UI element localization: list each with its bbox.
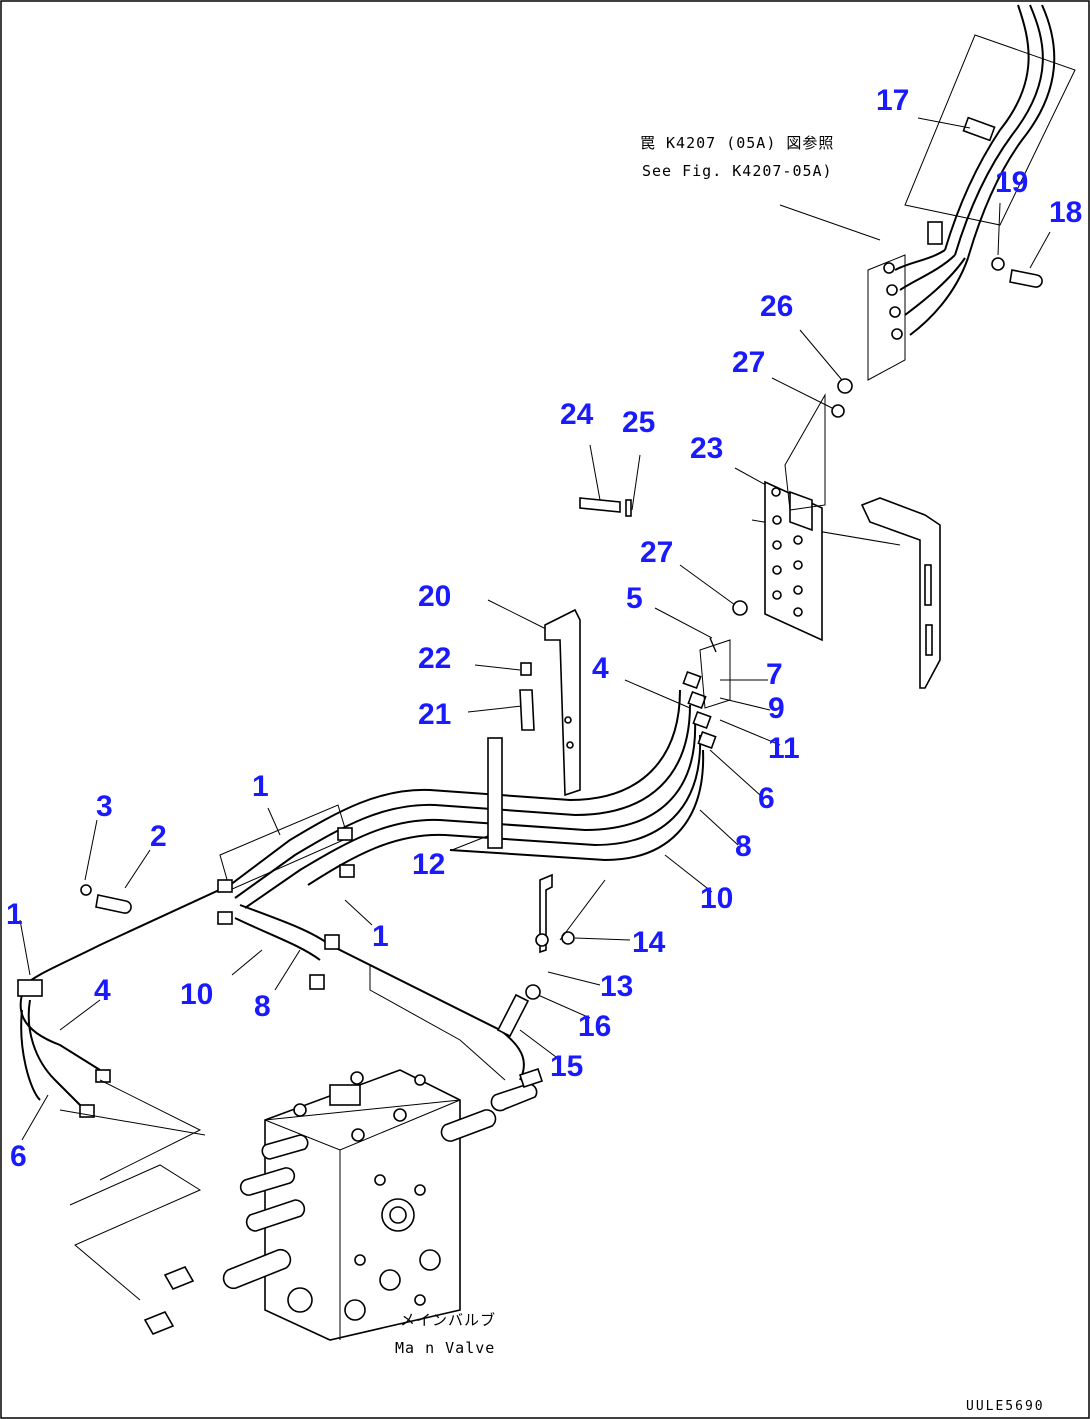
callout-4: 4 <box>592 652 609 685</box>
callout-8-right: 8 <box>735 830 752 863</box>
bracket-13 <box>496 873 606 1038</box>
callout-26: 26 <box>760 290 793 323</box>
callout-16: 16 <box>578 1010 611 1043</box>
main-valve <box>143 1067 544 1341</box>
callout-19: 19 <box>995 166 1028 199</box>
callout-3: 3 <box>96 790 113 823</box>
callout-9: 9 <box>768 692 785 725</box>
callout-14: 14 <box>632 926 666 959</box>
bracket-20 <box>519 608 581 797</box>
side-bracket <box>860 497 941 689</box>
valve-label-en: Ma n Valve <box>395 1339 495 1357</box>
reference-note-en: See Fig. K4207-05A) <box>642 162 833 180</box>
valve-label-jp: メインバルブ <box>400 1311 496 1329</box>
callout-15: 15 <box>550 1050 583 1083</box>
callout-4-left: 4 <box>94 974 111 1007</box>
bolt-24 <box>579 497 632 517</box>
callout-22: 22 <box>418 642 451 675</box>
callout-1-top: 1 <box>252 770 269 803</box>
callout-13: 13 <box>600 970 633 1003</box>
callout-10-right: 10 <box>700 882 733 915</box>
callout-6: 6 <box>758 782 775 815</box>
callout-24: 24 <box>560 398 594 431</box>
callout-1-mid: 1 <box>372 920 389 953</box>
bracket-23 <box>764 393 826 642</box>
bolt-2 <box>80 884 132 914</box>
callout-2: 2 <box>150 820 167 853</box>
callout-11: 11 <box>768 732 800 765</box>
callout-10-left: 10 <box>180 978 213 1011</box>
callout-12: 12 <box>412 848 445 881</box>
left-hose-loop <box>17 979 111 1118</box>
callout-20: 20 <box>418 580 451 613</box>
callout-23: 23 <box>690 432 723 465</box>
callout-8-left: 8 <box>254 990 271 1023</box>
callout-1-left: 1 <box>6 898 23 931</box>
callout-21: 21 <box>418 698 451 731</box>
callout-25: 25 <box>622 406 655 439</box>
callout-17: 17 <box>876 84 909 117</box>
main-hose-bundle <box>24 639 731 986</box>
upper-hose-bundle <box>831 4 1076 418</box>
callout-7: 7 <box>766 658 783 691</box>
callout-27-lower: 27 <box>640 536 673 569</box>
callout-5: 5 <box>626 582 643 615</box>
valve-hoses <box>59 904 525 1301</box>
drawing-code: UULE5690 <box>966 1399 1045 1414</box>
callout-labels: 17 19 18 26 27 24 25 23 27 5 20 4 7 22 9… <box>6 84 1082 1173</box>
callout-6-left: 6 <box>10 1140 27 1173</box>
reference-note-jp: 罠 K4207 (05A) 図参照 <box>640 134 834 152</box>
callout-27: 27 <box>732 346 765 379</box>
callout-18: 18 <box>1049 196 1082 229</box>
